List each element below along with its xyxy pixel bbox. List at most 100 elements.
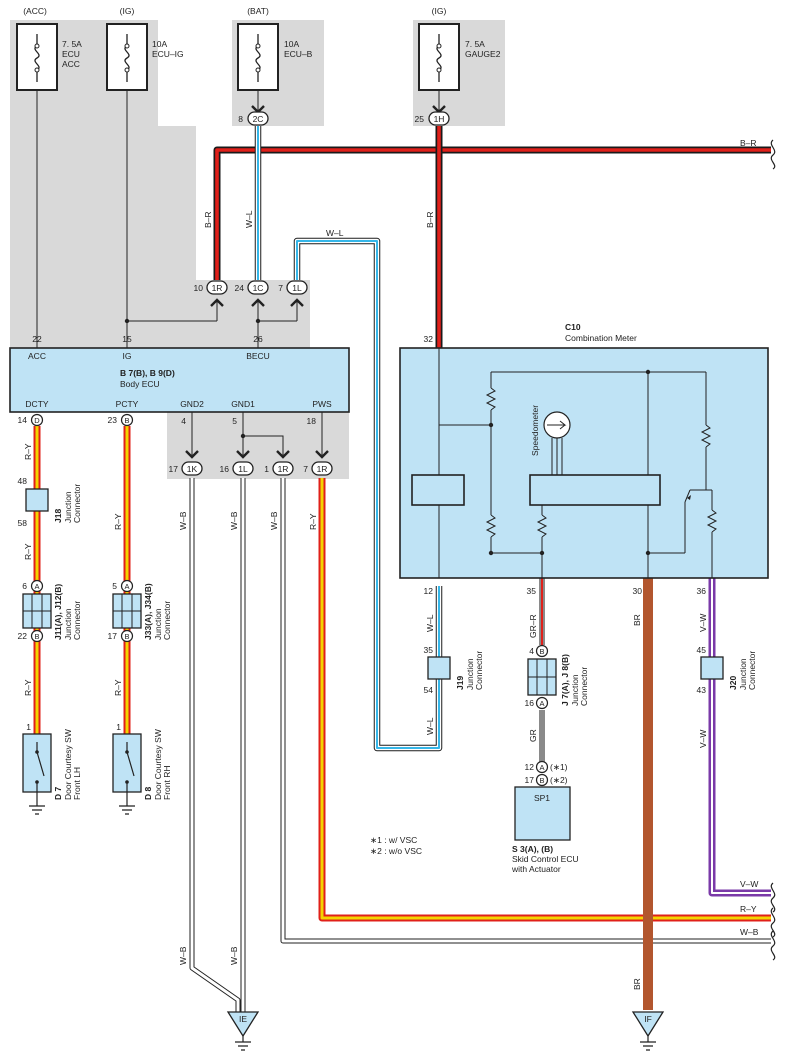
- fuse-source: (IG): [432, 6, 447, 16]
- junction-label: Junction: [63, 608, 73, 640]
- connector-id: 1R: [317, 464, 328, 474]
- switch-d7: 1 D 7 Door Courtesy SW Front LH: [22, 722, 82, 815]
- skid-name2: with Actuator: [511, 864, 561, 874]
- connector-id: 1H: [434, 114, 445, 124]
- wire-label: R–Y: [23, 679, 33, 696]
- junction-id: J33(A), J34(B): [143, 583, 153, 640]
- ground-label: IF: [644, 1014, 652, 1024]
- note-2: ∗2 : w/o VSC: [370, 846, 422, 856]
- connector-1R-top: 1R 10: [194, 280, 228, 307]
- thin-wires: [36, 90, 440, 348]
- pin-num: 5: [232, 416, 237, 426]
- ecu-bot-pin-name: DCTY: [25, 399, 48, 409]
- junction-id: J18: [53, 509, 63, 523]
- pin-num: 1: [116, 722, 121, 732]
- connector-1C: 1C 24: [235, 280, 269, 307]
- wire-label: R–Y: [308, 513, 318, 530]
- wire-v-w: [708, 578, 771, 897]
- pin-num: 6: [22, 581, 27, 591]
- switch-label2: Front LH: [72, 767, 82, 800]
- note-1: ∗1 : w/ VSC: [370, 835, 417, 845]
- connector-id: 1R: [278, 464, 289, 474]
- wire-label: W–L: [425, 614, 435, 632]
- wire-label: W–L: [425, 717, 435, 735]
- pin-num: 14: [18, 415, 28, 425]
- pin-num: 58: [18, 518, 28, 528]
- wire-label: R–Y: [23, 543, 33, 560]
- junction-id: J19: [455, 676, 465, 690]
- connector-1H: 1H 25: [415, 105, 450, 126]
- switch-id: D 7: [53, 787, 63, 801]
- ground-ie: IE: [226, 1011, 260, 1051]
- junction-j7: 4 B A 16 J 7(A), J 8(B) Junction Connect…: [525, 644, 589, 710]
- ground-pin-wires: [191, 412, 323, 455]
- connector-pin: 8: [238, 114, 243, 124]
- pin-num: 22: [18, 631, 28, 641]
- pin-num: 17: [108, 631, 118, 641]
- ecu-top-pin-name: IG: [123, 351, 132, 361]
- combination-meter: C10 Combination Meter 32: [399, 322, 769, 596]
- wire-label: W–B: [229, 946, 239, 965]
- junction-j19: 35 54 J19 Junction Connector: [424, 645, 484, 695]
- junction-label2: Connector: [162, 601, 172, 640]
- ecu-bot-pin-name: PCTY: [116, 399, 139, 409]
- connector-1R-a: 1R 1: [264, 450, 294, 476]
- pin-num: 17: [525, 775, 535, 785]
- junction-label2: Connector: [72, 484, 82, 523]
- fuse-source: (ACC): [23, 6, 47, 16]
- pin-conn: A: [539, 699, 544, 708]
- fuse-rating: 7. 5A: [62, 39, 82, 49]
- meter-pin: 32: [424, 334, 434, 344]
- pin-num: 48: [18, 476, 28, 486]
- fuse-rating: 10A: [284, 39, 299, 49]
- wire-label: R–Y: [23, 443, 33, 460]
- wire-label: BR: [632, 614, 642, 626]
- ecu-bot-pin-name: GND2: [180, 399, 204, 409]
- meter-pin: 30: [633, 586, 643, 596]
- fuse-rating: 7. 5A: [465, 39, 485, 49]
- wire-label: W–B: [269, 511, 279, 530]
- pin-num: 45: [697, 645, 707, 655]
- pin-conn: A: [124, 582, 129, 591]
- ecu-name: Body ECU: [120, 379, 160, 389]
- switch-label: Door Courtesy SW: [153, 729, 163, 800]
- wire-label: W–B: [178, 946, 188, 965]
- connector-1K: 1K 17: [169, 450, 203, 476]
- ecu-title: B 7(B), B 9(D): [120, 368, 175, 378]
- junction-label2: Connector: [474, 651, 484, 690]
- switch-id: D 8: [143, 787, 153, 801]
- ecu-top-pin-name: BECU: [246, 351, 270, 361]
- wire-b-r: [213, 126, 771, 348]
- wire-label: BR: [632, 978, 642, 990]
- wire-label: W–B: [740, 927, 759, 937]
- junction-label: Junction: [63, 491, 73, 523]
- pin-conn: B: [124, 416, 129, 425]
- skid-name: Skid Control ECU: [512, 854, 579, 864]
- junction-j18: 48 58 J18 Junction Connector: [18, 476, 82, 528]
- wire-label: R–Y: [113, 513, 123, 530]
- fuse-name2: ACC: [62, 59, 80, 69]
- meter-name: Combination Meter: [565, 333, 637, 343]
- pin-conn: B: [34, 632, 39, 641]
- pin-num: 1: [26, 722, 31, 732]
- skid-control-ecu: 12 A (∗1) 17 B (∗2) SP1 S 3(A), (B) Skid…: [511, 760, 579, 874]
- pin-conn: B: [539, 647, 544, 656]
- junction-label: Junction: [153, 608, 163, 640]
- junction-label: Junction: [570, 674, 580, 706]
- connector-pin: 16: [220, 464, 230, 474]
- meter-id: C10: [565, 322, 581, 332]
- connector-pin: 17: [169, 464, 179, 474]
- wire-label: B–R: [203, 211, 213, 228]
- pin-num: 18: [307, 416, 317, 426]
- pin-num: 16: [525, 698, 535, 708]
- pin-conn: D: [34, 416, 40, 425]
- wire-label: W–L: [326, 228, 344, 238]
- junction-label2: Connector: [747, 651, 757, 690]
- wire-w-b: [189, 478, 771, 1012]
- ecu-top-pin-num: 15: [122, 334, 132, 344]
- ecu-top-pin-num: 26: [253, 334, 263, 344]
- switch-d8: 1 D 8 Door Courtesy SW Front RH: [112, 722, 172, 815]
- fuse-name: ECU–IG: [152, 49, 184, 59]
- wire-label: GR: [528, 729, 538, 742]
- switch-label2: Front RH: [162, 766, 172, 800]
